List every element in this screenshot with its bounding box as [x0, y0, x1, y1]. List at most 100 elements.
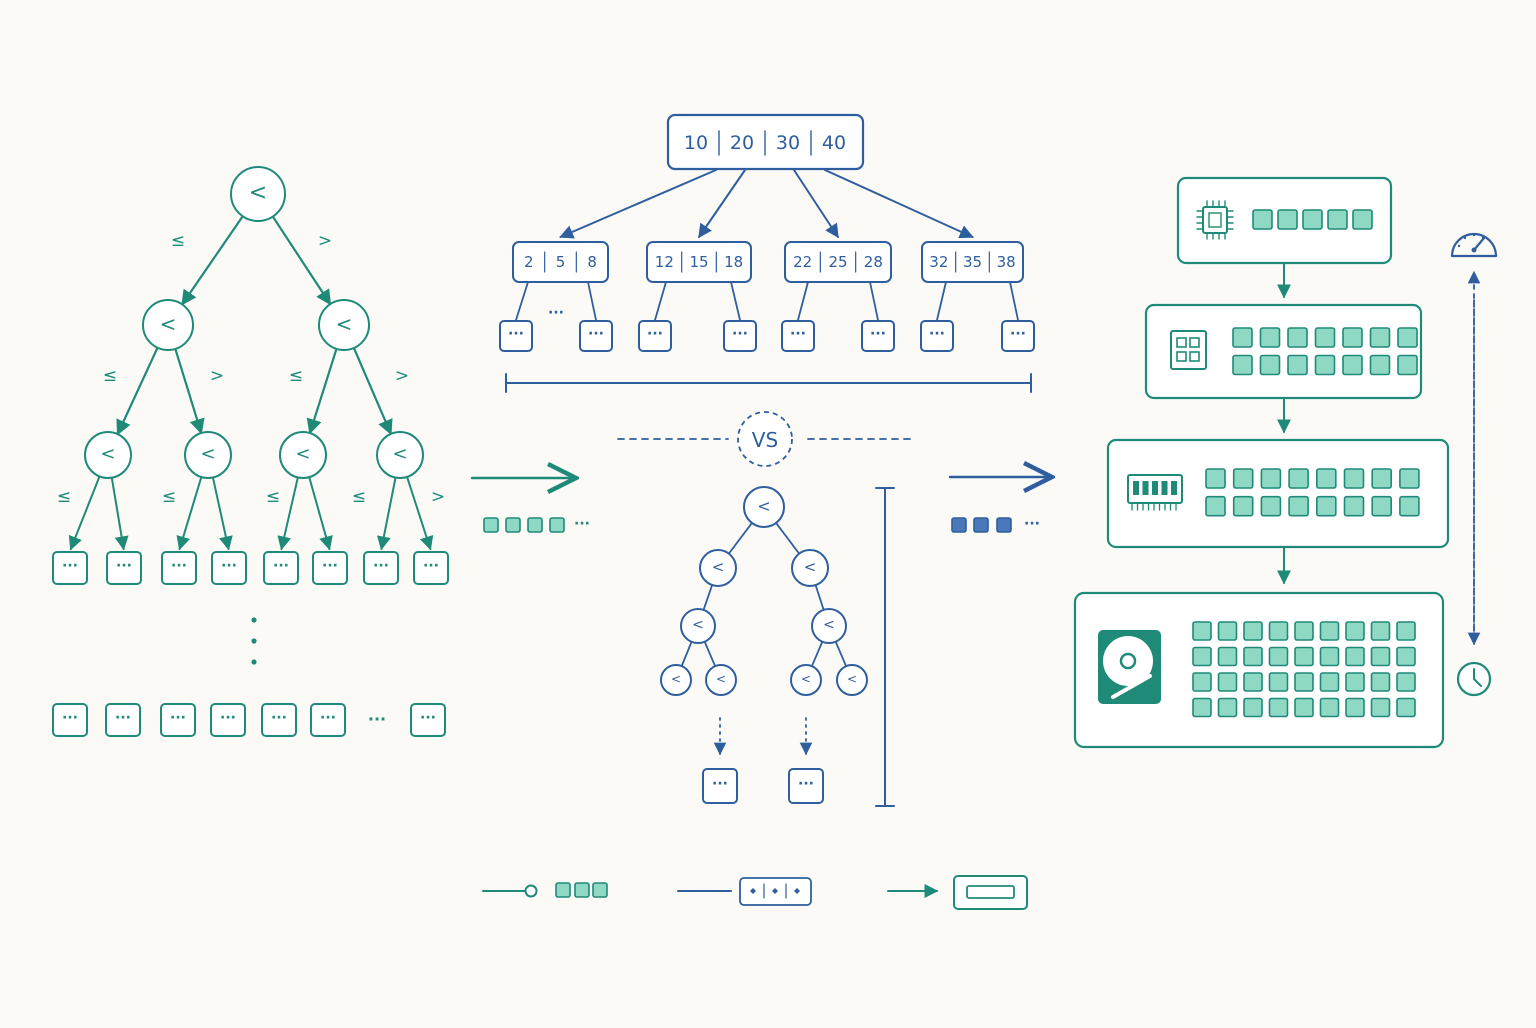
ram-cell-cell-0-0 — [1205, 468, 1226, 489]
cache-icon-body — [1170, 330, 1207, 370]
disk-block-cell-1-0 — [1192, 646, 1212, 667]
bst-bottom-ellipsis: ··· — [368, 710, 386, 729]
cpu-icon-body — [1202, 206, 1228, 234]
bst-edge-l1-1 — [174, 347, 205, 435]
legend — [482, 875, 1028, 910]
btree-leaf-3-a-symbol: ··· — [929, 326, 945, 342]
vs-circle — [737, 411, 793, 467]
disk-block-cell-0-7 — [1370, 621, 1391, 641]
small-tree-edge-root-1 — [775, 522, 801, 555]
btree-child-1-key-0: 12 — [655, 253, 674, 271]
small-tree-edge-l1-0 — [702, 584, 714, 611]
btree-leaf-edge-2-a — [797, 281, 809, 321]
cpu-register-cell-0-1 — [1277, 209, 1298, 230]
small-tree-root-node-symbol: < — [757, 497, 770, 516]
ram-cell-cell-1-2 — [1260, 495, 1282, 517]
bst-bottom-leaf-2: ··· — [160, 703, 196, 737]
btree-child-box-1 — [646, 241, 752, 283]
bst-node-l1-1-circle — [318, 299, 370, 351]
small-tree-node-l3-0-circle — [660, 664, 692, 696]
btree-leaf-3-a-box — [920, 320, 954, 352]
disk-block-cell-2-0 — [1192, 672, 1212, 692]
btree-leaf-3-b-symbol: ··· — [1010, 326, 1026, 342]
ram-icon-chip-1 — [1142, 481, 1149, 495]
teal-stream-block-1 — [505, 517, 521, 533]
disk-block-cell-2-6 — [1345, 672, 1365, 692]
disk-block-cell-3-8 — [1396, 697, 1416, 718]
bst-edge-l2-6 — [376, 476, 397, 551]
btree-leaf-edge-1-b — [730, 281, 741, 321]
disk-block-cell-0-0 — [1192, 621, 1212, 641]
memory-level-ram-box — [1106, 438, 1450, 549]
bst-node-l2-2: < — [279, 431, 327, 479]
legend-item-pointer-blocks — [482, 882, 608, 898]
btree-child-2-key-2: 28 — [864, 253, 883, 271]
bst-leaf-0-box — [52, 551, 88, 585]
disk-block-cell-1-7 — [1370, 646, 1391, 667]
small-tree-node-l1-1: < — [791, 549, 829, 587]
ram-icon-chip-4 — [1171, 481, 1177, 495]
btree-child-3-key-1: 35 — [963, 253, 982, 271]
btree-edge-0 — [559, 169, 717, 239]
speedometer-icon-needle — [1472, 236, 1486, 252]
disk-block-cell-3-6 — [1345, 697, 1365, 718]
disk-block-cell-2-3 — [1268, 672, 1289, 692]
bst-continuation-dot-1 — [251, 638, 257, 644]
ram-icon-chip-3 — [1161, 481, 1168, 495]
disk-block-cell-2-5 — [1319, 672, 1340, 692]
teal-stream-block-2 — [527, 517, 543, 533]
bst-leaf-2-box — [161, 551, 197, 585]
cache-line-cell-1-5 — [1369, 354, 1391, 376]
binary-search-tree: <<<<<<<≤>≤>≤>≤≤≤≤>······················… — [52, 166, 449, 737]
bst-edge-l2-0 — [68, 475, 101, 551]
bst-leaf-5: ··· — [312, 551, 348, 585]
bst-leaf-2: ··· — [161, 551, 197, 585]
bst-bottom-leaf-1: ··· — [105, 703, 141, 737]
cpu-icon — [1196, 200, 1234, 240]
bst-node-l2-1: < — [184, 431, 232, 479]
disk-block-cell-3-0 — [1192, 697, 1212, 718]
btree-child-0-key-0: 2 — [524, 253, 534, 271]
cache-line-cell-1-1 — [1259, 354, 1281, 376]
cpu-register-cell-0-3 — [1327, 209, 1348, 230]
small-tree-edge-l2-1 — [703, 640, 717, 668]
disk-block-cell-0-3 — [1268, 621, 1289, 641]
legend-storage-outer — [953, 875, 1028, 910]
bst-edge-label-0: ≤ — [171, 231, 185, 251]
small-tree-node-l3-1-circle — [705, 664, 737, 696]
btree-leaf-0-b-box — [579, 320, 613, 352]
ram-cell-cell-0-1 — [1232, 468, 1254, 489]
cache-line-cell-0-4 — [1342, 327, 1363, 348]
bst-bottom-leaf-5-box — [310, 703, 346, 737]
small-tree-node-l3-0: < — [660, 664, 692, 696]
btree-leaf-2-a-box — [781, 320, 815, 352]
disk-block-cell-0-8 — [1396, 621, 1416, 641]
small-tree-edge-l2-2 — [810, 640, 824, 668]
bst-node-l1-0-symbol: < — [160, 312, 177, 336]
small-tree-node-l2-0: < — [680, 608, 716, 644]
btree-child-1-key-2: 18 — [724, 253, 743, 271]
disk-block-cell-1-6 — [1345, 646, 1365, 667]
disk-block-cell-0-4 — [1294, 621, 1314, 641]
btree-leaf-3-b-box — [1001, 320, 1035, 352]
disk-block-cell-3-4 — [1294, 697, 1314, 718]
bst-edge-l2-7 — [406, 475, 434, 551]
btree-leaf-0-b-symbol: ··· — [588, 326, 604, 342]
bst-root-node-symbol: < — [249, 181, 267, 206]
cache-icon-cell-1 — [1189, 337, 1200, 348]
bst-edge-label-10: > — [431, 487, 445, 507]
bst-edge-label-8: ≤ — [266, 487, 280, 507]
btree-leaf-1-a-box — [638, 320, 672, 352]
bst-bottom-leaf-5-symbol: ··· — [320, 710, 336, 726]
bst-bottom-leaf-3-symbol: ··· — [220, 710, 236, 726]
bst-node-l2-3-symbol: < — [392, 444, 407, 465]
small-tree-node-l1-0-symbol: < — [712, 558, 725, 576]
bst-continuation-dot-0 — [251, 617, 257, 623]
bst-edge-l2-4 — [277, 476, 299, 551]
bst-node-l2-0: < — [84, 431, 132, 479]
small-tree-node-l3-1: < — [705, 664, 737, 696]
legend-block-0 — [555, 882, 571, 898]
btree-leaf-0-a: ··· — [499, 320, 533, 352]
cache-line-cell-0-3 — [1314, 327, 1336, 348]
